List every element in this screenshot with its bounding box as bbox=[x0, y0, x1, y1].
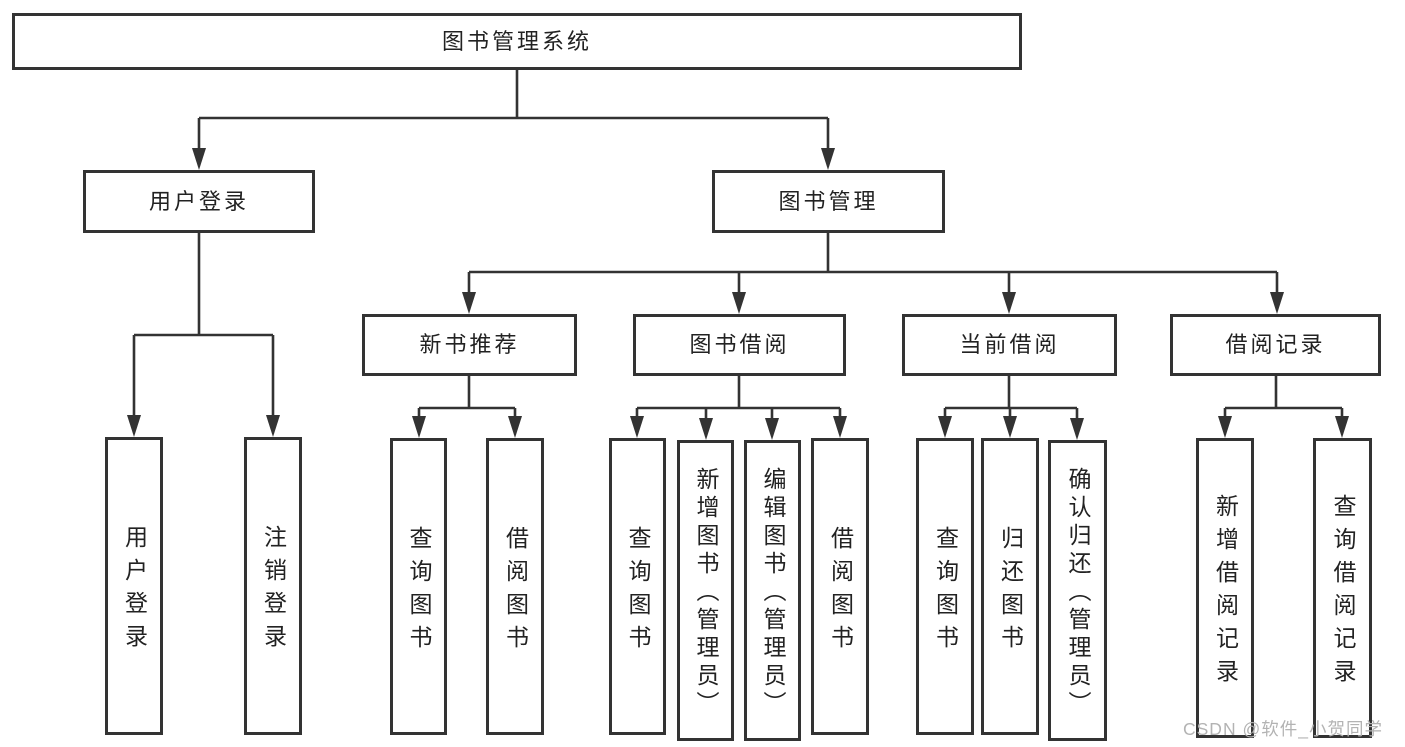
leaf-recommend-query-books-box: 查询图书 bbox=[390, 438, 447, 735]
node-root-box: 图书管理系统 bbox=[12, 13, 1022, 70]
leaf-confirm-return-admin-box: 确认归还（管理员） bbox=[1048, 440, 1107, 741]
node-book-borrow-box: 图书借阅 bbox=[633, 314, 846, 376]
node-label: 归还图书 bbox=[997, 525, 1024, 658]
arrowhead bbox=[1218, 416, 1232, 438]
arrowhead bbox=[462, 292, 476, 314]
node-label: 图书管理 bbox=[778, 188, 879, 214]
arrowhead bbox=[699, 418, 713, 440]
arrowhead bbox=[1002, 292, 1016, 314]
arrowhead bbox=[1270, 292, 1284, 314]
node-label: 确认归还（管理员） bbox=[1065, 467, 1091, 719]
arrowhead bbox=[508, 416, 522, 438]
node-borrow-records-box: 借阅记录 bbox=[1170, 314, 1381, 376]
leaf-borrow-query-books-box: 查询图书 bbox=[609, 438, 666, 735]
node-book-management-box: 图书管理 bbox=[712, 170, 945, 233]
leaf-recommend-borrow-books-box: 借阅图书 bbox=[486, 438, 544, 735]
arrowhead bbox=[938, 416, 952, 438]
node-label: 借阅图书 bbox=[827, 525, 854, 658]
node-label: 当前借阅 bbox=[959, 332, 1060, 357]
leaf-return-books-box: 归还图书 bbox=[981, 438, 1039, 735]
leaf-current-query-books-box: 查询图书 bbox=[916, 438, 974, 735]
node-label: 新增借阅记录 bbox=[1212, 494, 1239, 692]
arrowhead bbox=[1070, 418, 1084, 440]
arrowhead bbox=[765, 418, 779, 440]
leaf-add-books-admin-box: 新增图书（管理员） bbox=[677, 440, 734, 741]
arrowhead bbox=[630, 416, 644, 438]
node-label: 注销登录 bbox=[260, 525, 287, 657]
node-label: 借阅记录 bbox=[1225, 332, 1326, 357]
arrowhead bbox=[1335, 416, 1349, 438]
leaf-query-borrow-record-box: 查询借阅记录 bbox=[1313, 438, 1372, 738]
arrowhead bbox=[412, 416, 426, 438]
node-label: 借阅图书 bbox=[502, 525, 529, 658]
arrowhead bbox=[266, 415, 280, 437]
leaf-logout-box: 注销登录 bbox=[244, 437, 302, 735]
leaf-borrow-books-box: 借阅图书 bbox=[811, 438, 869, 735]
arrowhead bbox=[732, 292, 746, 314]
arrowhead bbox=[833, 416, 847, 438]
node-label: 查询图书 bbox=[406, 525, 432, 658]
node-user-login-box: 用户登录 bbox=[83, 170, 315, 233]
node-label: 查询图书 bbox=[625, 525, 651, 658]
node-label: 图书管理系统 bbox=[441, 28, 592, 54]
node-label: 查询图书 bbox=[932, 525, 959, 658]
node-label: 用户登录 bbox=[148, 188, 249, 214]
node-new-book-recommend-box: 新书推荐 bbox=[362, 314, 577, 376]
csdn-watermark: CSDN @软件_小贺同学 bbox=[1183, 719, 1383, 739]
arrowhead bbox=[1003, 416, 1017, 438]
node-label: 图书借阅 bbox=[689, 332, 790, 357]
node-current-borrow-box: 当前借阅 bbox=[902, 314, 1117, 376]
leaf-edit-books-admin-box: 编辑图书（管理员） bbox=[744, 440, 801, 741]
node-label: 编辑图书（管理员） bbox=[760, 467, 786, 719]
arrowhead bbox=[192, 148, 206, 170]
arrowhead bbox=[821, 148, 835, 170]
node-label: 查询借阅记录 bbox=[1330, 494, 1356, 692]
arrowhead bbox=[127, 415, 141, 437]
node-label: 新书推荐 bbox=[419, 332, 520, 357]
leaf-user-login-box: 用户登录 bbox=[105, 437, 163, 735]
node-label: 新增图书（管理员） bbox=[693, 467, 719, 719]
node-label: 用户登录 bbox=[121, 525, 148, 657]
leaf-add-borrow-record-box: 新增借阅记录 bbox=[1196, 438, 1254, 738]
